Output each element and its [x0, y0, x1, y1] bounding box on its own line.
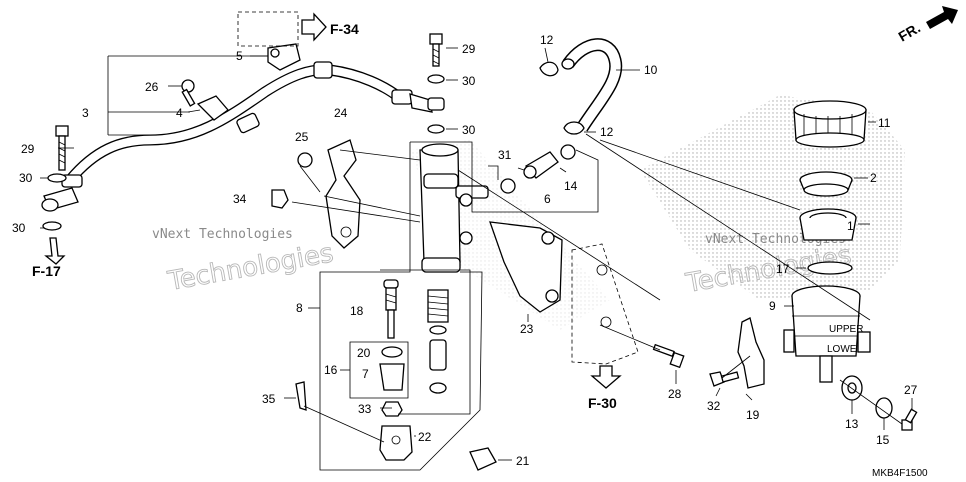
- part-label: 27: [904, 383, 918, 397]
- part-label: 29: [462, 42, 476, 56]
- collar-25: [297, 152, 313, 168]
- part-label: 7: [362, 367, 369, 381]
- part-label: 21: [516, 454, 530, 468]
- washer-30a: [47, 173, 67, 183]
- bolt-27: [901, 408, 918, 431]
- svg-text:Technologies: Technologies: [165, 238, 336, 297]
- banjo-bolt-left: [55, 125, 69, 171]
- part-label: 6: [544, 192, 551, 206]
- grommet-13: [841, 375, 863, 401]
- front-indicator-label: FR.: [896, 19, 924, 44]
- leader-lines: [40, 47, 913, 471]
- part-label: 32: [707, 399, 721, 413]
- cotter-pin-35: [295, 381, 307, 411]
- part-label: 13: [845, 417, 859, 431]
- f34-arrow: [301, 12, 327, 42]
- diaphragm-plate-2: [799, 171, 853, 197]
- bolt-28: [652, 343, 685, 369]
- push-rod-18: [383, 279, 399, 339]
- diagram-code: MKB4F1500: [872, 468, 928, 479]
- part-label: 11: [878, 116, 891, 130]
- part-label: 12: [600, 125, 614, 139]
- part-label: 25: [295, 130, 309, 144]
- hose-clip-lower: [563, 121, 585, 135]
- part-label: 30: [462, 123, 476, 137]
- ref-f30[interactable]: F-30: [588, 395, 617, 411]
- svg-text:vNext Technologies: vNext Technologies: [152, 227, 293, 242]
- part-label: 8: [296, 301, 303, 315]
- reservoir-stay-19: [737, 317, 765, 389]
- part-label: 28: [668, 387, 682, 401]
- part-label: 29: [21, 142, 35, 156]
- f30-arrow: [590, 365, 622, 389]
- banjo-bolt-top: [429, 33, 443, 67]
- part-label: 22: [418, 430, 432, 444]
- banjo-fitting: [427, 97, 445, 111]
- circlip-20: [381, 346, 403, 358]
- part-label: 3: [82, 106, 89, 120]
- diaphragm-1: [799, 208, 857, 241]
- hose-clip-upper: [539, 61, 559, 77]
- reservoir-lower-mark: LOWER: [827, 344, 864, 355]
- part-label: 33: [358, 402, 372, 416]
- bolt-32: [709, 371, 740, 387]
- part-label: 19: [746, 408, 760, 422]
- part-label: 24: [334, 106, 348, 120]
- part-label: 2: [870, 171, 877, 185]
- part-label: 20: [357, 346, 371, 360]
- clip-4: [196, 95, 229, 121]
- part-label: 1: [847, 219, 854, 233]
- part-label: 12: [540, 33, 554, 47]
- f34-ref-box: [237, 11, 299, 47]
- nut-33: [381, 401, 403, 417]
- heel-guard-23: [489, 221, 563, 313]
- part-label: 23: [520, 322, 534, 336]
- part-label: 30: [462, 74, 476, 88]
- f17-arrow: [44, 237, 66, 265]
- brake-hose: [41, 61, 433, 212]
- frame-ref-outline: [571, 243, 639, 365]
- reservoir-hose: [561, 38, 623, 132]
- part-label: 10: [644, 63, 658, 77]
- o-ring-31: [500, 178, 516, 194]
- joint-6: [523, 151, 559, 179]
- seal-17: [807, 261, 853, 275]
- clip-21: [469, 447, 497, 471]
- part-label: 35: [262, 392, 276, 406]
- part-label: 9: [769, 299, 776, 313]
- washer-30d: [427, 124, 445, 134]
- bolt-26: [181, 79, 196, 107]
- circlip-14: [560, 144, 576, 160]
- front-arrow-icon: [926, 6, 958, 29]
- part-label: 30: [19, 171, 33, 185]
- part-label: 5: [236, 49, 243, 63]
- master-cylinder: [419, 143, 489, 273]
- part-label: 31: [498, 148, 512, 162]
- reservoir-9: UPPER LOWER: [783, 285, 871, 383]
- ref-f34[interactable]: F-34: [330, 21, 359, 37]
- part-label: 16: [324, 363, 338, 377]
- nut-34: [271, 189, 289, 209]
- boot-7: [379, 363, 405, 391]
- ref-f17[interactable]: F-17: [32, 263, 61, 279]
- part-label: 17: [776, 262, 790, 276]
- part-label: 26: [145, 80, 159, 94]
- bracket-24: [325, 139, 361, 249]
- part-label: 4: [176, 106, 183, 120]
- reservoir-cap-11: [793, 100, 867, 148]
- part-labels: 1 2 3 4 5 6 7 8 9 10 11 12 12 13 14 15 1…: [12, 33, 918, 468]
- reservoir-upper-mark: UPPER: [829, 324, 863, 335]
- spring-piston-set: [427, 289, 449, 394]
- part-label: 15: [876, 433, 890, 447]
- part-label: 34: [233, 192, 247, 206]
- part-label: 14: [564, 179, 578, 193]
- washer-30b: [42, 221, 62, 231]
- part-label: 30: [12, 221, 26, 235]
- washer-30c: [427, 74, 445, 84]
- part-label: 18: [350, 304, 364, 318]
- clevis-22: [379, 425, 413, 461]
